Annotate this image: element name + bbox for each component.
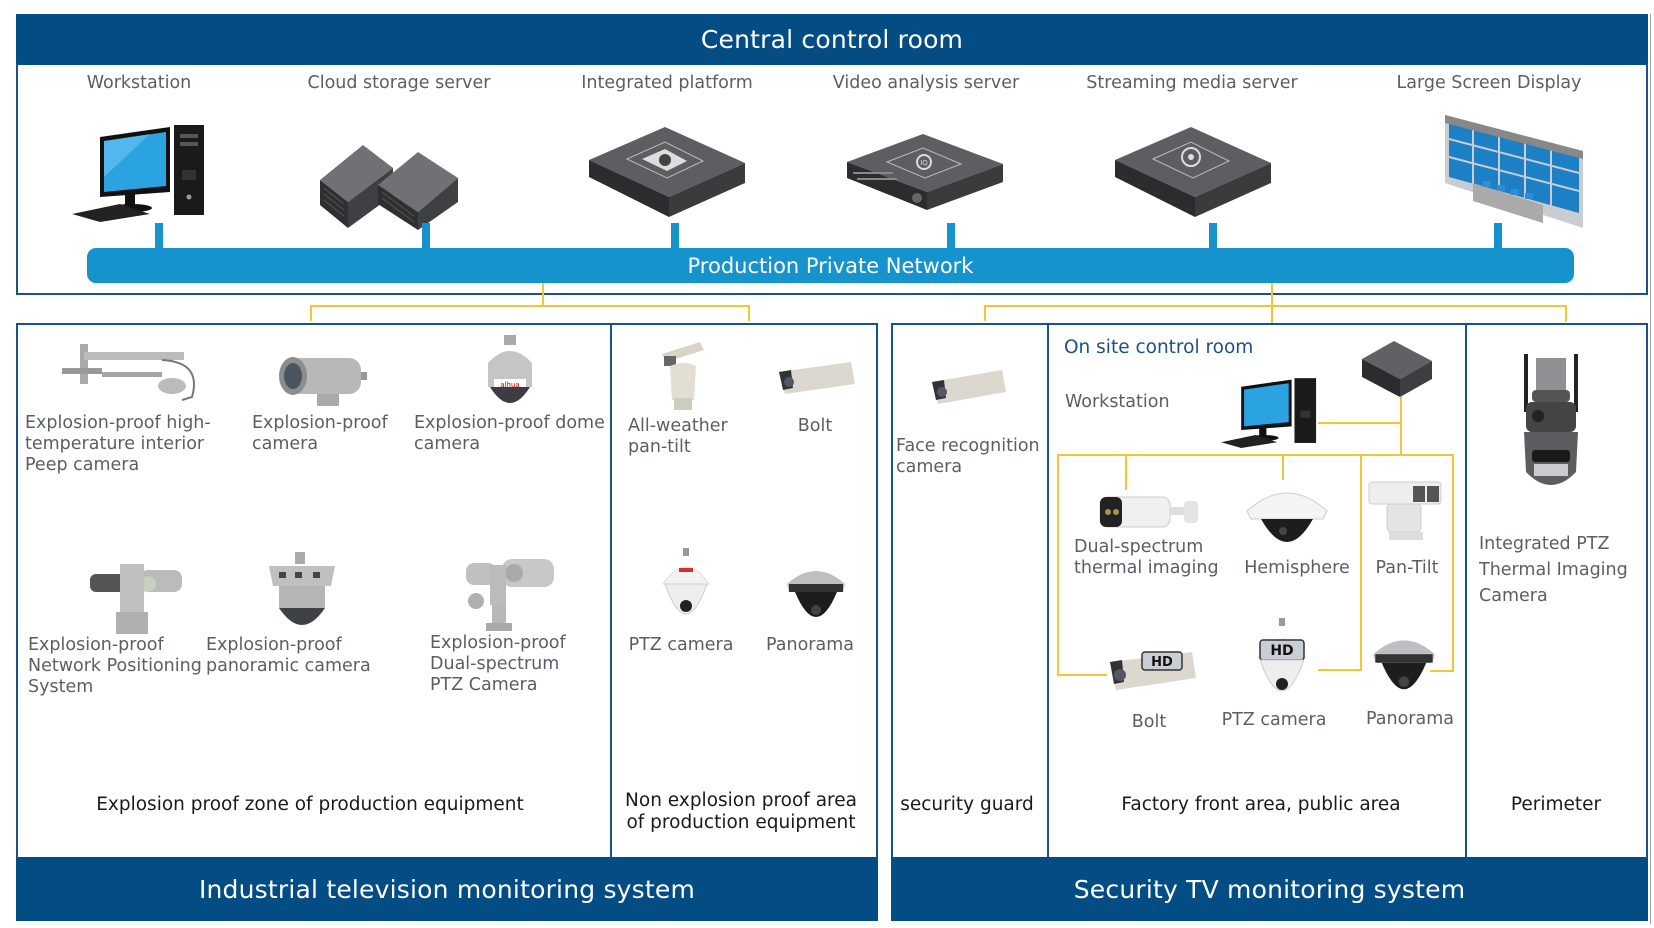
connector-line (1125, 454, 1127, 490)
panoramic-camera-icon (265, 552, 340, 637)
central-control-room-box (16, 63, 1648, 295)
hd-bolt-camera-icon: HD (1106, 648, 1198, 696)
connector-line (1057, 454, 1454, 456)
network-positioning-system-icon (90, 562, 185, 637)
panorama-camera-icon (783, 562, 849, 632)
page-edge-rule (1650, 14, 1651, 924)
dome-camera-icon (1245, 481, 1329, 551)
connector-line (1318, 422, 1402, 424)
streaming-media-server-icon (1113, 125, 1273, 220)
device-label: Explosion-proof Network Positioning Syst… (28, 635, 202, 697)
device-label: Explosion-proof panoramic camera (206, 635, 371, 676)
connector-line (542, 283, 544, 307)
dual-spectrum-ptz-camera-icon (462, 555, 558, 633)
industrial-title: Industrial television monitoring system (198, 874, 696, 904)
device-label: Explosion-proof dome camera (414, 413, 605, 454)
large-screen-display-icon (1443, 113, 1588, 228)
connector-line (748, 305, 750, 321)
device-label: Dual-spectrum thermal imaging (1074, 537, 1219, 578)
on-site-control-room-label: On site control room (1064, 337, 1254, 358)
network-connector (1494, 223, 1502, 249)
device-label: Panorama (1366, 709, 1454, 729)
connector-line (1565, 305, 1567, 322)
connector-line (984, 305, 1567, 307)
device-label: Pan-Tilt (1375, 558, 1439, 578)
connector-line (1360, 454, 1362, 670)
security-title: Security TV monitoring system (1073, 874, 1466, 904)
svg-text:alhua: alhua (500, 381, 519, 389)
cloud-storage-server-icon (318, 140, 478, 230)
device-label: Panorama (766, 635, 854, 655)
device-label: Face recognition camera (896, 436, 1040, 477)
zone-divider (1047, 323, 1049, 858)
device-label-video-analysis: Video analysis server (832, 73, 1020, 93)
industrial-footer: Industrial television monitoring system (16, 857, 878, 921)
network-connector (155, 223, 163, 249)
explosion-proof-dome-camera-icon: alhua (480, 335, 540, 415)
device-label: Hemisphere (1244, 558, 1350, 578)
connector-line (984, 305, 986, 321)
device-label: Integrated PTZ Thermal Imaging Camera (1479, 534, 1628, 606)
zone-divider (610, 323, 612, 858)
peep-camera-icon (62, 342, 202, 404)
device-label-streaming-media: Streaming media server (1086, 73, 1298, 93)
panorama-camera-icon (1369, 630, 1439, 706)
non-explosion-zone-label: Non explosion proof area of production e… (625, 790, 857, 833)
integrated-ptz-thermal-camera-icon (1520, 352, 1582, 498)
thermal-bullet-camera-icon (1098, 493, 1202, 533)
device-label: Bolt (1131, 712, 1167, 732)
device-label-cloud-storage: Cloud storage server (307, 73, 491, 93)
connector-line (1282, 454, 1284, 480)
hd-ptz-camera-icon: HD (1252, 618, 1312, 708)
explosion-proof-camera-icon (277, 350, 369, 410)
connector-line (1318, 669, 1362, 671)
connector-line (1430, 670, 1454, 672)
on-site-server-icon (1360, 339, 1434, 399)
pan-tilt-camera-icon (660, 340, 706, 412)
network-connector (671, 223, 679, 249)
device-label: PTZ camera (1221, 710, 1327, 730)
network-connector (947, 223, 955, 249)
connector-line (1057, 454, 1059, 676)
device-label-integrated-platform: Integrated platform (581, 73, 753, 93)
production-private-network-bar: Production Private Network (87, 248, 1574, 283)
integrated-platform-icon (587, 125, 747, 220)
pan-tilt-icon (1367, 480, 1443, 546)
device-label: Bolt (797, 416, 833, 436)
connector-line (1400, 397, 1402, 455)
perimeter-zone-label: Perimeter (1510, 794, 1602, 815)
video-analysis-server-icon: IQ (845, 132, 1005, 212)
bolt-camera-icon (775, 358, 857, 403)
central-control-room-title: Central control room (700, 25, 964, 54)
connector-line (310, 305, 750, 307)
device-label: PTZ camera (628, 635, 734, 655)
device-label-workstation: Workstation (86, 73, 192, 93)
connector-line (1271, 283, 1273, 323)
security-guard-zone-label: security guard (900, 794, 1034, 815)
device-label: All-weather pan-tilt (628, 416, 728, 457)
central-control-room-header: Central control room (16, 14, 1648, 65)
explosion-zone-label: Explosion proof zone of production equip… (96, 794, 524, 815)
factory-zone-label: Factory front area, public area (1121, 794, 1401, 815)
svg-text:IQ: IQ (920, 159, 928, 167)
device-label: Explosion-proof camera (252, 413, 388, 454)
device-label: Explosion-proof high- temperature interi… (25, 413, 211, 475)
security-footer: Security TV monitoring system (891, 857, 1648, 921)
on-site-workstation-label: Workstation (1065, 392, 1170, 412)
hd-badge: HD (1270, 643, 1293, 659)
device-label: Explosion-proof Dual-spectrum PTZ Camera (430, 633, 566, 695)
on-site-workstation-icon (1218, 376, 1322, 448)
connector-line (310, 305, 312, 321)
face-recognition-camera-icon (928, 368, 1008, 412)
ptz-camera-icon (659, 548, 713, 630)
network-connector (1209, 223, 1217, 249)
connector-line (1452, 454, 1454, 672)
network-label: Production Private Network (687, 253, 974, 278)
connector-line (1057, 674, 1107, 676)
device-label-large-screen: Large Screen Display (1396, 73, 1582, 93)
hd-badge: HD (1151, 655, 1173, 670)
workstation-icon (70, 122, 210, 222)
zone-divider (1465, 323, 1467, 858)
network-connector (422, 223, 430, 249)
